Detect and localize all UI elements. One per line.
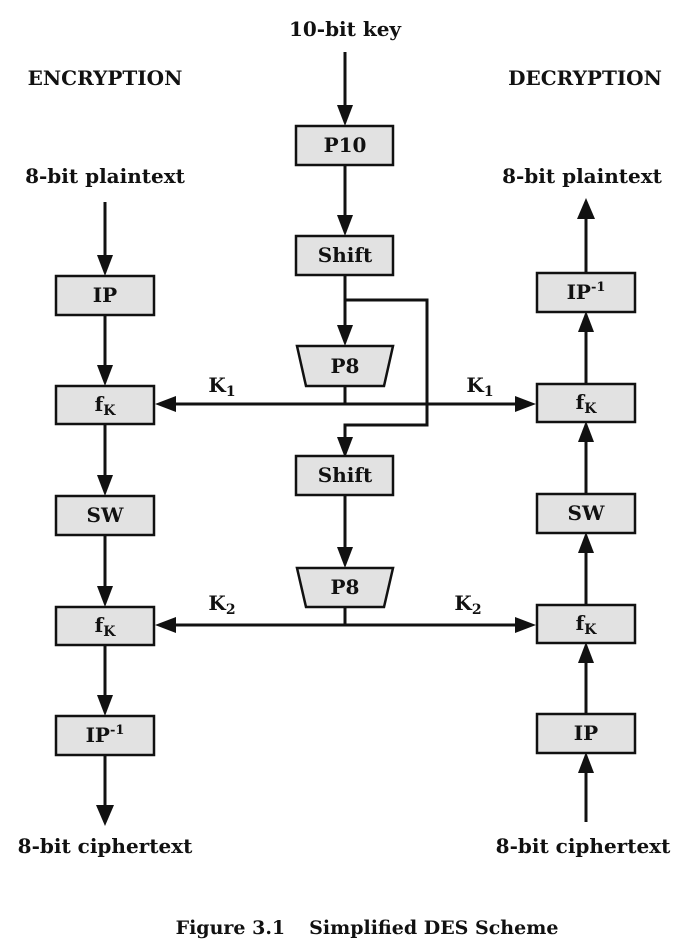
arrowhead (97, 475, 113, 496)
arrowhead (337, 325, 353, 346)
shift-label-1: Shift (318, 243, 373, 267)
arrowhead (155, 617, 176, 633)
dec-ipinv-sup: -1 (591, 280, 605, 295)
k1-left-label: K1 (208, 373, 235, 400)
arrowhead (96, 805, 114, 826)
k2-right-sub: 2 (472, 602, 482, 618)
encryption-heading: ENCRYPTION (28, 66, 183, 90)
shift-box-1 (294, 234, 395, 277)
dec-fk2-box (535, 382, 637, 424)
dec-ipinv-box (535, 271, 637, 314)
dec-output-label: 8-bit plaintext (502, 164, 663, 188)
k2-left-k: K (208, 591, 226, 615)
dec-sw-box (535, 492, 637, 535)
shift-label-2: Shift (318, 463, 373, 487)
k1-right-sub: 1 (484, 384, 494, 400)
dec-ipinv-ip: IP (567, 280, 591, 304)
p8-box-2 (295, 566, 395, 609)
decryption-heading: DECRYPTION (508, 66, 662, 90)
enc-fk2-label: fK (95, 613, 117, 640)
shift-box-2 (294, 454, 395, 497)
k1-right-label: K1 (466, 373, 493, 400)
dec-ip-label: IP (574, 721, 598, 745)
enc-fk2-sub: K (103, 624, 116, 640)
enc-ip-box (54, 274, 156, 317)
p8-label-2: P8 (331, 575, 360, 599)
dec-input-label: 8-bit ciphertext (496, 834, 671, 858)
enc-ipinv-ip: IP (86, 723, 110, 747)
k2-left-sub: 2 (226, 602, 236, 618)
blocks: P10 Shift P8 Shift P8 IP fK SW fK IP-1 I… (54, 124, 637, 757)
arrowhead (578, 311, 594, 332)
enc-fk1-f: f (95, 392, 105, 416)
arrowhead (578, 532, 594, 553)
arrowhead (577, 198, 595, 219)
dec-ipinv-label: IP-1 (567, 280, 606, 304)
dec-fk2-label: fK (576, 390, 598, 417)
wires (103, 52, 588, 822)
k2-right-label: K2 (454, 591, 481, 618)
arrowhead (97, 255, 113, 276)
io-labels: 10-bit key ENCRYPTION DECRYPTION 8-bit p… (18, 17, 671, 858)
arrowhead (578, 642, 594, 663)
dec-fk2-f: f (576, 390, 586, 414)
dec-fk1-sub: K (584, 622, 597, 638)
arrowhead (337, 437, 353, 458)
arrowhead (97, 586, 113, 607)
p10-label: P10 (324, 133, 367, 157)
key-input-label: 10-bit key (289, 17, 402, 41)
dec-fk1-box (535, 603, 637, 645)
arrowhead (337, 547, 353, 568)
p8-box-1 (295, 344, 395, 388)
enc-fk1-sub: K (103, 403, 116, 419)
subkey-labels: K1 K1 K2 K2 (208, 373, 493, 618)
enc-sw-box (54, 494, 156, 537)
p10-box (294, 124, 395, 167)
arrowhead (97, 365, 113, 386)
p8-label-1: P8 (331, 354, 360, 378)
arrowhead (97, 695, 113, 716)
dec-fk1-label: fK (576, 611, 598, 638)
figure-number: Figure 3.1 (176, 917, 286, 939)
k2-right-k: K (454, 591, 472, 615)
arrowhead (337, 105, 353, 126)
enc-ip-label: IP (93, 283, 117, 307)
enc-fk1-label: fK (95, 392, 117, 419)
arrowhead (337, 215, 353, 236)
enc-fk1-box (54, 384, 156, 426)
enc-ipinv-box (54, 714, 156, 757)
dec-ip-box (535, 712, 637, 755)
enc-fk2-box (54, 605, 156, 647)
arrowhead (578, 752, 594, 773)
k1-left-sub: 1 (226, 384, 236, 400)
arrowhead (515, 396, 536, 412)
k1-left-k: K (208, 373, 226, 397)
enc-ipinv-label: IP-1 (86, 723, 125, 747)
figure-caption: Figure 3.1 Simplified DES Scheme (176, 917, 559, 939)
enc-output-label: 8-bit ciphertext (18, 834, 193, 858)
arrowhead (155, 396, 176, 412)
enc-sw-label: SW (87, 503, 124, 527)
enc-fk2-f: f (95, 613, 105, 637)
enc-input-label: 8-bit plaintext (25, 164, 186, 188)
arrowhead (515, 617, 536, 633)
arrowhead (578, 421, 594, 442)
dec-fk2-sub: K (584, 401, 597, 417)
figure-title: Simplified DES Scheme (309, 917, 558, 939)
enc-ipinv-sup: -1 (110, 723, 124, 738)
shift1-to-shift2-wire (343, 298, 429, 440)
dec-sw-label: SW (568, 501, 605, 525)
k1-right-k: K (466, 373, 484, 397)
arrowheads (96, 105, 595, 826)
k2-left-label: K2 (208, 591, 235, 618)
dec-fk1-f: f (576, 611, 586, 635)
